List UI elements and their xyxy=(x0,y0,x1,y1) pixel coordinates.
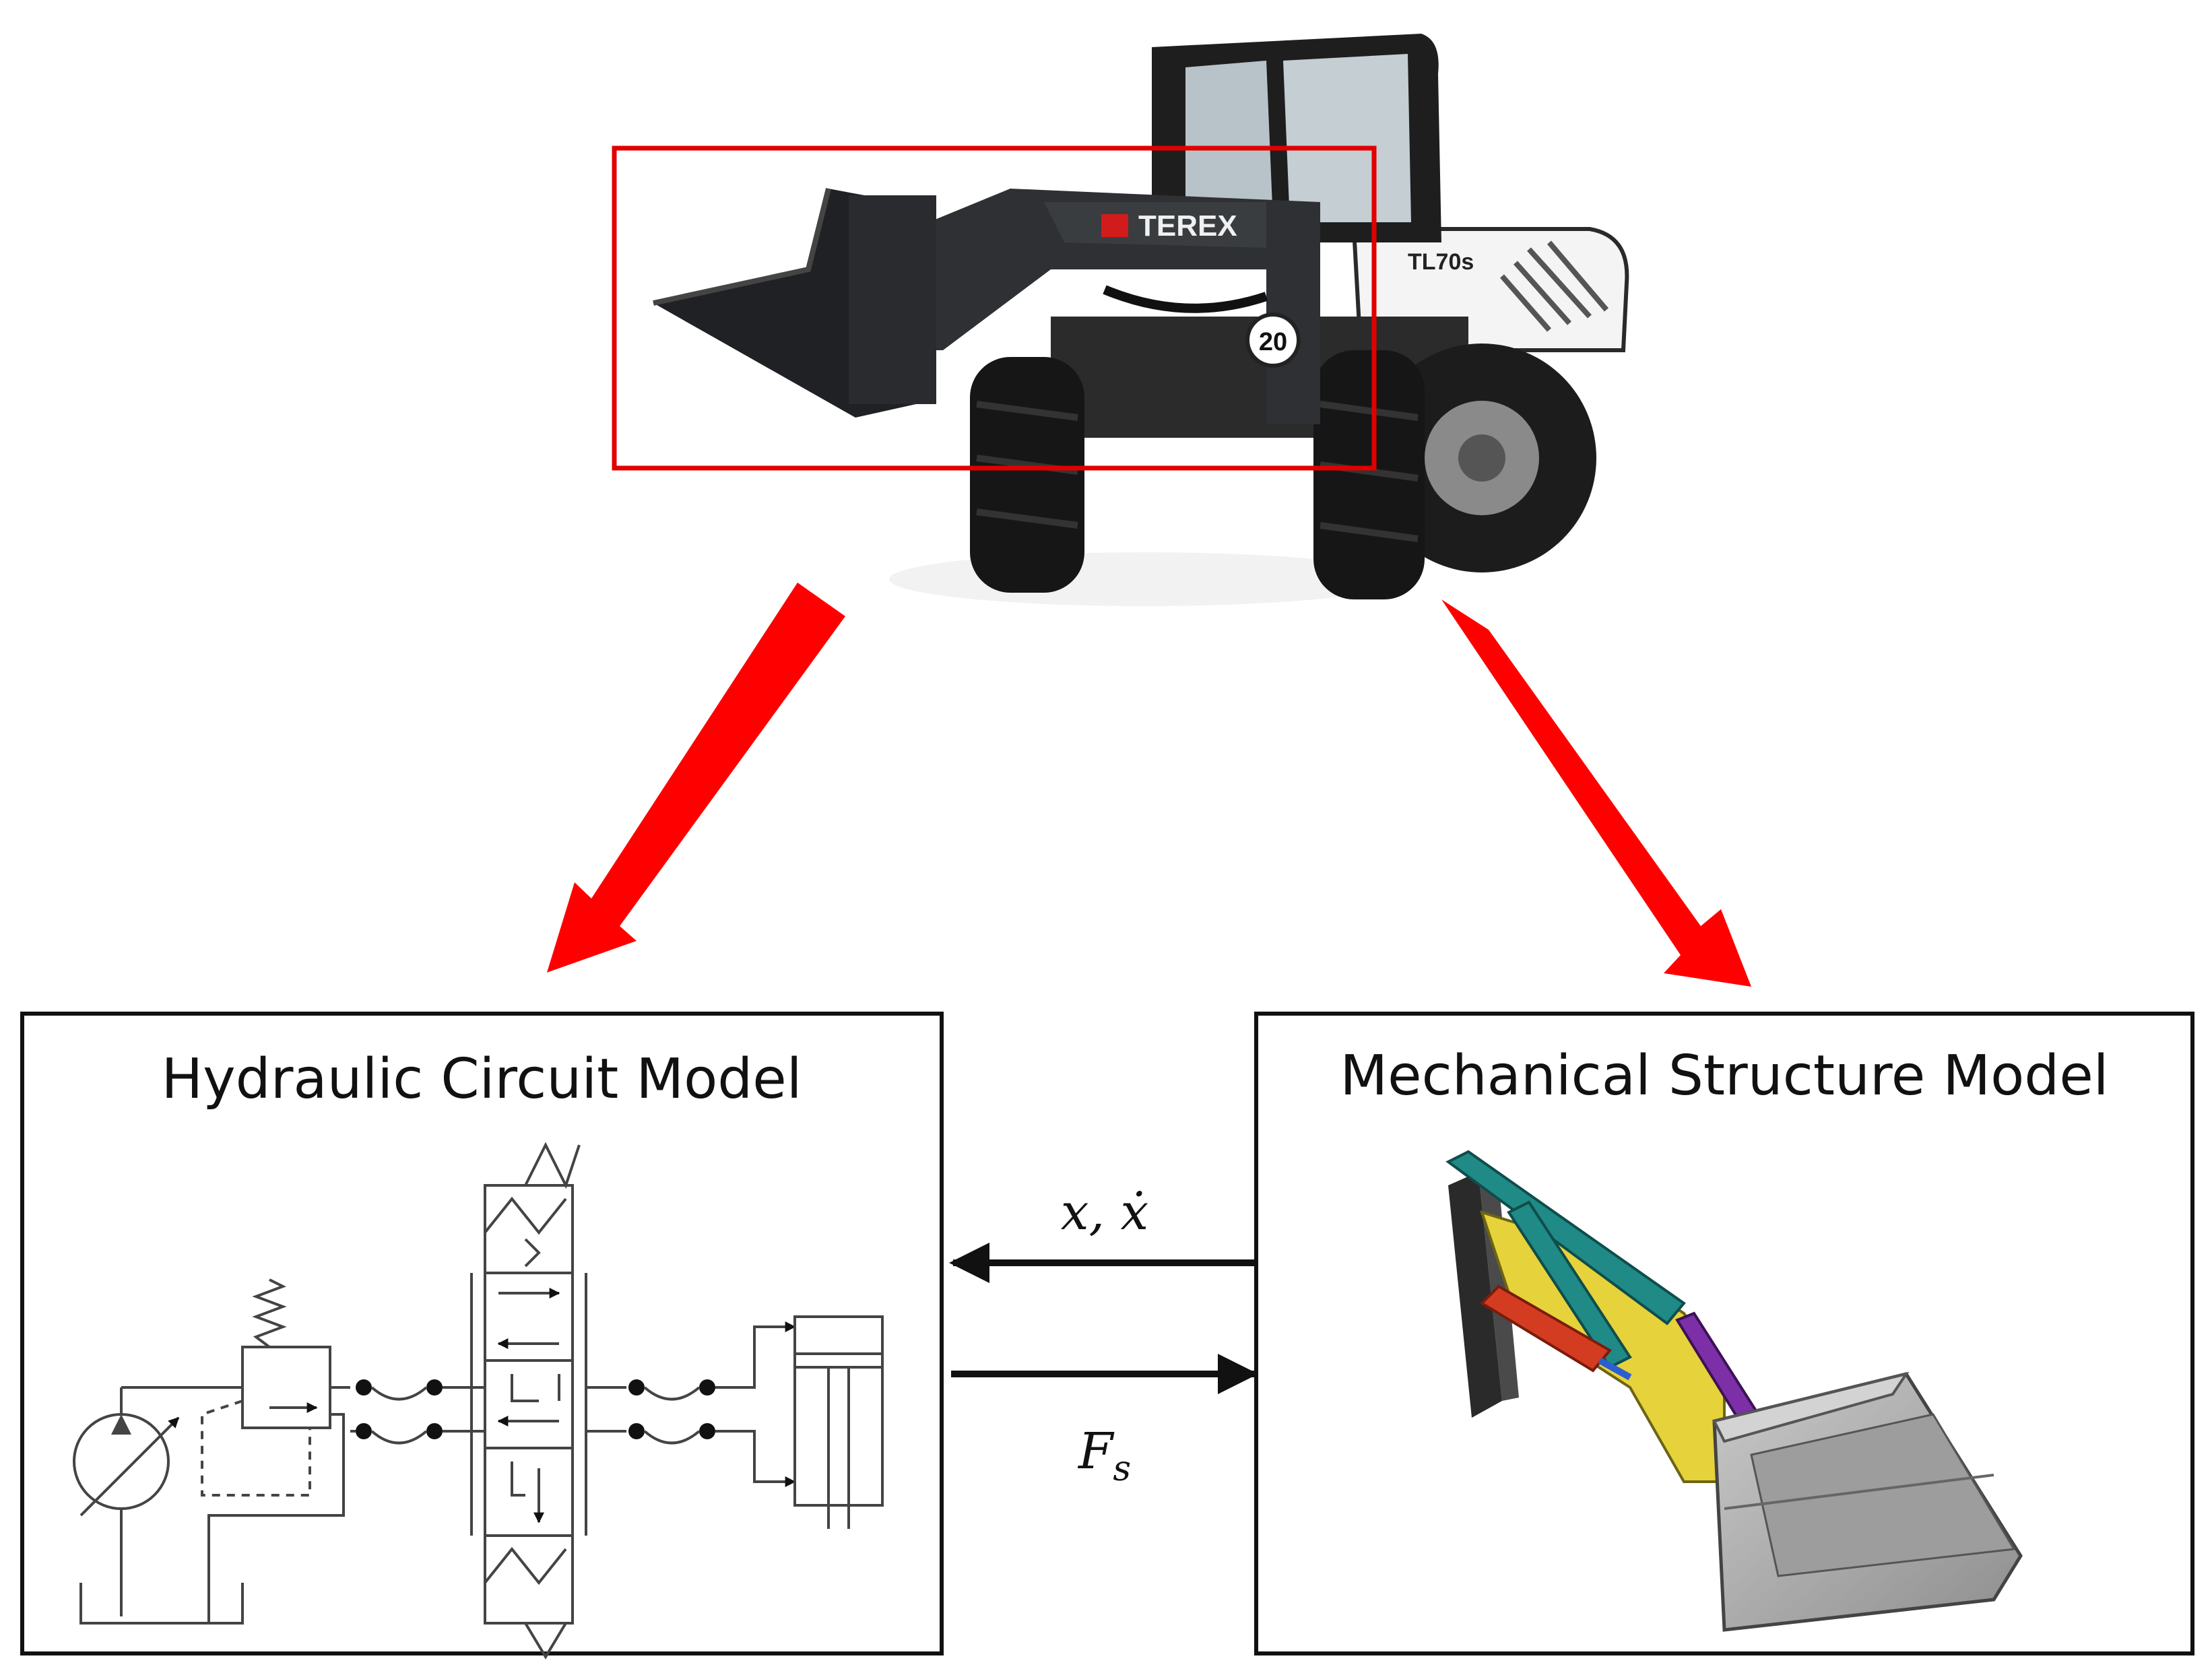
hydraulic-schematic xyxy=(73,1142,884,1660)
terex-logo: TEREX xyxy=(1101,209,1237,242)
mechanical-model-render xyxy=(1445,1150,2023,1632)
lift-cylinder xyxy=(1479,1284,1613,1373)
force-signal-label: Fs xyxy=(1077,1422,1131,1489)
speed-sign: 20 xyxy=(1259,328,1287,356)
frame-post xyxy=(1448,1172,1502,1418)
mechanical-panel: Mechanical Structure Model xyxy=(1254,1012,2194,1655)
brand-label: TEREX xyxy=(1138,209,1237,242)
force-symbol: F xyxy=(1077,1422,1115,1480)
hydraulic-panel-frame xyxy=(20,1012,944,1655)
wheel-loader-image: TL70s 20 TEREX xyxy=(653,34,1629,606)
boom-link xyxy=(1445,1150,1686,1325)
tank-symbol xyxy=(79,1583,244,1625)
red-arrow-right xyxy=(1441,599,1751,987)
highlight-box xyxy=(612,145,1377,471)
directional-valve xyxy=(484,1184,574,1625)
hydraulic-panel-title: Hydraulic Circuit Model xyxy=(161,1047,802,1111)
force-subscript: s xyxy=(1113,1449,1131,1489)
hydraulic-panel: Hydraulic Circuit Model xyxy=(20,1012,944,1660)
model-label: TL70s xyxy=(1408,249,1474,275)
signal-exchange: x, ẋ Fs xyxy=(949,1183,1258,1489)
red-arrow-left xyxy=(547,583,845,973)
hydraulic-cylinder xyxy=(793,1315,884,1507)
mechanical-panel-title: Mechanical Structure Model xyxy=(1340,1044,2108,1108)
feedback-signal-label: x, ẋ xyxy=(1061,1183,1149,1241)
